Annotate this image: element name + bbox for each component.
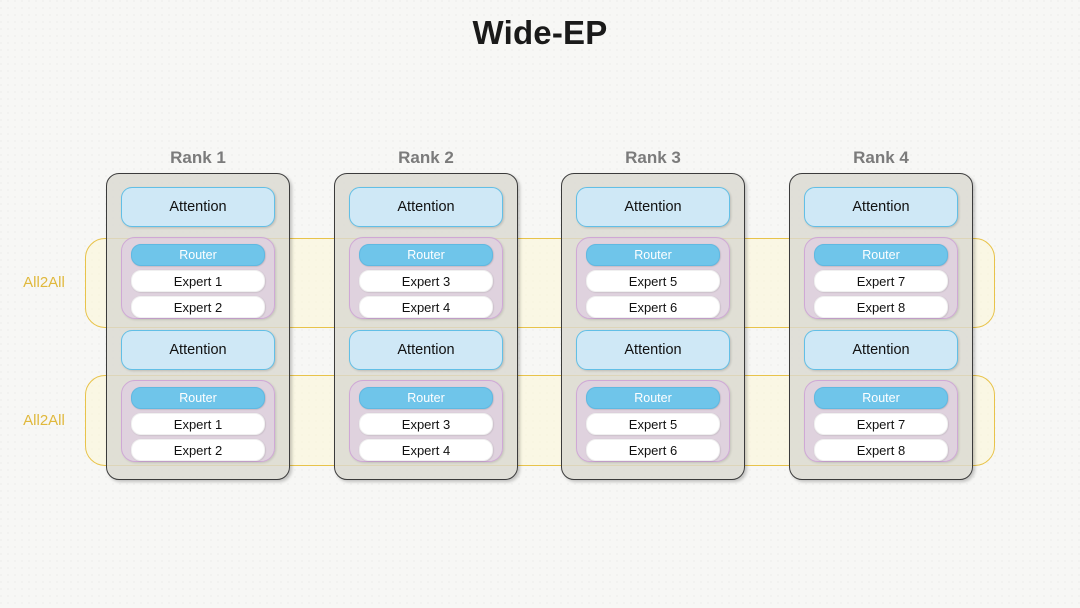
expert-pill-r3-l1-e2: Expert 6 (586, 296, 720, 318)
router-bar-r1-l2: Router (131, 387, 265, 409)
expert-pill-r4-l1-e1: Expert 7 (814, 270, 948, 292)
expert-pill-r1-l2-e1: Expert 1 (131, 413, 265, 435)
rank-title-3: Rank 3 (625, 148, 681, 167)
moe-block-r1-l1: Router Expert 1 Expert 2 (121, 237, 275, 319)
router-bar-r2-l2: Router (359, 387, 493, 409)
router-bar-r3-l1: Router (586, 244, 720, 266)
moe-block-r4-l1: Router Expert 7 Expert 8 (804, 237, 958, 319)
router-bar-r2-l1: Router (359, 244, 493, 266)
router-bar-r4-l1: Router (814, 244, 948, 266)
expert-pill-r3-l2-e2: Expert 6 (586, 439, 720, 461)
moe-block-r2-l2: Router Expert 3 Expert 4 (349, 380, 503, 462)
attention-block-r1-l1: Attention (121, 187, 275, 227)
rank-column-4: Rank 4 Attention Router Expert 7 Expert … (789, 148, 973, 480)
expert-pill-r4-l2-e1: Expert 7 (814, 413, 948, 435)
attention-block-r4-l2: Attention (804, 330, 958, 370)
expert-pill-r2-l2-e1: Expert 3 (359, 413, 493, 435)
attention-block-r4-l1: Attention (804, 187, 958, 227)
attention-block-r2-l2: Attention (349, 330, 503, 370)
attention-block-r3-l1: Attention (576, 187, 730, 227)
router-bar-r4-l2: Router (814, 387, 948, 409)
router-bar-r3-l2: Router (586, 387, 720, 409)
expert-pill-r1-l2-e2: Expert 2 (131, 439, 265, 461)
rank-card-4: Attention Router Expert 7 Expert 8 Atten… (789, 173, 973, 480)
moe-block-r4-l2: Router Expert 7 Expert 8 (804, 380, 958, 462)
expert-pill-r1-l1-e2: Expert 2 (131, 296, 265, 318)
rank-column-3: Rank 3 Attention Router Expert 5 Expert … (561, 148, 745, 480)
expert-pill-r4-l1-e2: Expert 8 (814, 296, 948, 318)
all2all-label-layer-2: All2All (23, 412, 65, 429)
moe-block-r2-l1: Router Expert 3 Expert 4 (349, 237, 503, 319)
expert-pill-r1-l1-e1: Expert 1 (131, 270, 265, 292)
attention-block-r2-l1: Attention (349, 187, 503, 227)
rank-column-1: Rank 1 Attention Router Expert 1 Expert … (106, 148, 290, 480)
expert-pill-r2-l1-e1: Expert 3 (359, 270, 493, 292)
expert-pill-r4-l2-e2: Expert 8 (814, 439, 948, 461)
moe-block-r3-l2: Router Expert 5 Expert 6 (576, 380, 730, 462)
attention-block-r1-l2: Attention (121, 330, 275, 370)
rank-title-2: Rank 2 (398, 148, 454, 167)
moe-block-r1-l2: Router Expert 1 Expert 2 (121, 380, 275, 462)
expert-pill-r2-l2-e2: Expert 4 (359, 439, 493, 461)
all2all-label-layer-1: All2All (23, 274, 65, 291)
expert-pill-r2-l1-e2: Expert 4 (359, 296, 493, 318)
rank-column-2: Rank 2 Attention Router Expert 3 Expert … (334, 148, 518, 480)
attention-block-r3-l2: Attention (576, 330, 730, 370)
rank-card-3: Attention Router Expert 5 Expert 6 Atten… (561, 173, 745, 480)
rank-card-2: Attention Router Expert 3 Expert 4 Atten… (334, 173, 518, 480)
moe-block-r3-l1: Router Expert 5 Expert 6 (576, 237, 730, 319)
expert-pill-r3-l1-e1: Expert 5 (586, 270, 720, 292)
rank-card-1: Attention Router Expert 1 Expert 2 Atten… (106, 173, 290, 480)
rank-title-1: Rank 1 (170, 148, 226, 167)
page-title: Wide-EP (472, 14, 608, 51)
expert-pill-r3-l2-e1: Expert 5 (586, 413, 720, 435)
rank-title-4: Rank 4 (853, 148, 909, 167)
router-bar-r1-l1: Router (131, 244, 265, 266)
